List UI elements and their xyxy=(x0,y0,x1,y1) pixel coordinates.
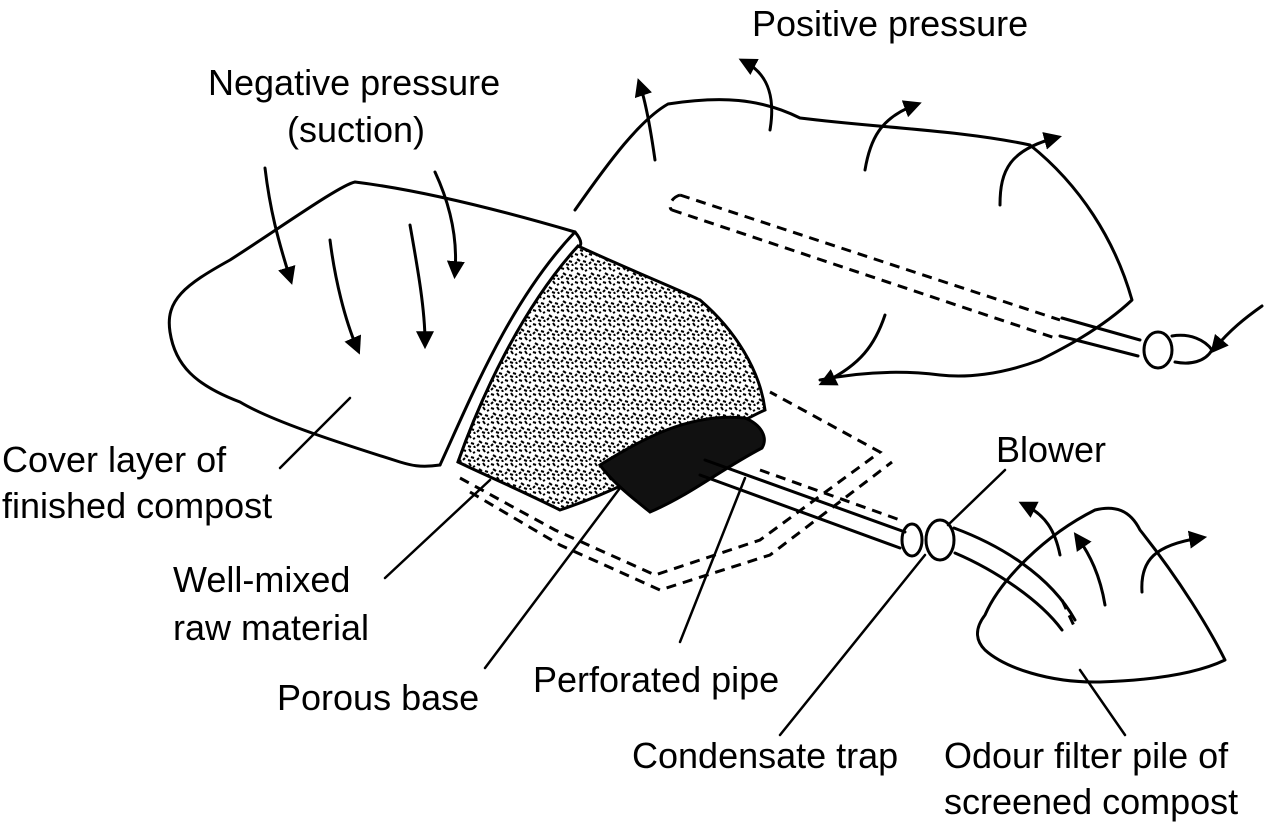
label-odour-filter-2: screened compost xyxy=(944,781,1238,822)
positive-pile-blower-pipe xyxy=(1058,316,1142,358)
negative-pressure-arrows xyxy=(263,166,465,355)
label-well-mixed-1: Well-mixed xyxy=(173,559,350,600)
label-odour-filter-1: Odour filter pile of xyxy=(944,735,1229,776)
positive-pile-pipe xyxy=(668,193,1061,340)
positive-pressure-pile xyxy=(573,98,1134,382)
perforated-pipe xyxy=(698,458,907,550)
positive-pile-elbow xyxy=(1170,333,1214,365)
porous-base-section xyxy=(597,415,766,514)
label-negative-pressure: Negative pressure xyxy=(208,62,500,103)
positive-pile-inlet-arrow xyxy=(1210,304,1264,354)
odour-filter-pile xyxy=(976,506,1227,684)
porous-base-outline xyxy=(459,390,883,577)
blower xyxy=(924,518,956,562)
leader-lines xyxy=(278,396,1127,737)
odour-filter-arrows xyxy=(1018,501,1208,607)
label-cover-layer-2: finished compost xyxy=(2,485,272,526)
label-porous-base: Porous base xyxy=(277,677,479,718)
porous-base-outline-inner xyxy=(469,460,893,592)
negative-pressure-pile-cover xyxy=(167,180,577,468)
perforated-pipe-dashes xyxy=(759,468,901,522)
label-positive-pressure: Positive pressure xyxy=(752,3,1028,44)
label-suction: (suction) xyxy=(287,109,425,150)
label-condensate-trap: Condensate trap xyxy=(632,735,898,776)
label-cover-layer-1: Cover layer of xyxy=(2,439,227,480)
filter-pipe-end xyxy=(1060,599,1077,629)
positive-pile-blower xyxy=(1142,330,1174,370)
positive-pressure-arrows xyxy=(634,58,1062,386)
label-perforated-pipe: Perforated pipe xyxy=(533,659,779,700)
label-blower: Blower xyxy=(996,429,1106,470)
label-well-mixed-2: raw material xyxy=(173,607,369,648)
condensate-trap xyxy=(900,522,924,558)
